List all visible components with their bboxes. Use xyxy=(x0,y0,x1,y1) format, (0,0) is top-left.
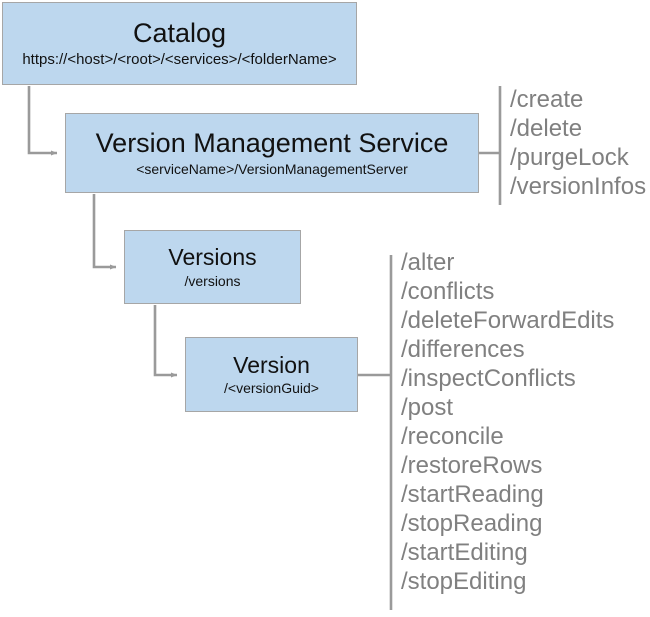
operation-item-version[interactable]: /startReading xyxy=(401,481,544,508)
node-version-management-service-title: Version Management Service xyxy=(95,128,449,159)
connector-catalog-to-vms xyxy=(27,86,58,156)
node-catalog-title: Catalog xyxy=(132,18,227,49)
node-version[interactable]: Version /<versionGuid> xyxy=(185,337,358,412)
operation-list-version-management-service: /create/delete/purgeLock/versionInfos xyxy=(510,88,646,204)
node-versions[interactable]: Versions /versions xyxy=(124,230,301,304)
operation-item-version[interactable]: /post xyxy=(401,394,454,421)
operation-item-version[interactable]: /startEditing xyxy=(401,539,528,566)
operation-item-vms[interactable]: /versionInfos xyxy=(510,173,647,200)
node-catalog[interactable]: Catalog https://<host>/<root>/<services>… xyxy=(2,2,357,85)
node-version-management-service-subtitle: <serviceName>/VersionManagementServer xyxy=(136,160,408,177)
node-version-subtitle: /<versionGuid> xyxy=(224,380,319,397)
connector-versions-to-version xyxy=(153,305,178,378)
node-version-management-service[interactable]: Version Management Service <serviceName>… xyxy=(65,113,479,193)
operation-item-vms[interactable]: /purgeLock xyxy=(510,144,629,171)
operation-item-version[interactable]: /restoreRows xyxy=(401,452,543,479)
operation-item-version[interactable]: /stopReading xyxy=(401,510,543,537)
operation-item-version[interactable]: /reconcile xyxy=(401,423,504,450)
operation-item-version[interactable]: /stopEditing xyxy=(401,568,527,595)
operation-item-version[interactable]: /deleteForwardEdits xyxy=(401,307,615,334)
operation-item-version[interactable]: /conflicts xyxy=(401,278,495,305)
operation-item-version[interactable]: /inspectConflicts xyxy=(401,365,576,392)
operation-item-version[interactable]: /differences xyxy=(401,336,525,363)
node-catalog-subtitle: https://<host>/<root>/<services>/<folder… xyxy=(22,50,337,68)
node-versions-title: Versions xyxy=(168,244,257,271)
node-versions-subtitle: /versions xyxy=(184,272,241,289)
node-version-title: Version xyxy=(233,351,310,378)
operation-item-vms[interactable]: /delete xyxy=(510,115,583,142)
connector-vms-to-versions xyxy=(92,194,117,270)
operation-item-vms[interactable]: /create xyxy=(510,86,584,113)
operation-list-version: /alter/conflicts/deleteForwardEdits/diff… xyxy=(401,251,614,599)
operation-item-version[interactable]: /alter xyxy=(401,249,455,276)
